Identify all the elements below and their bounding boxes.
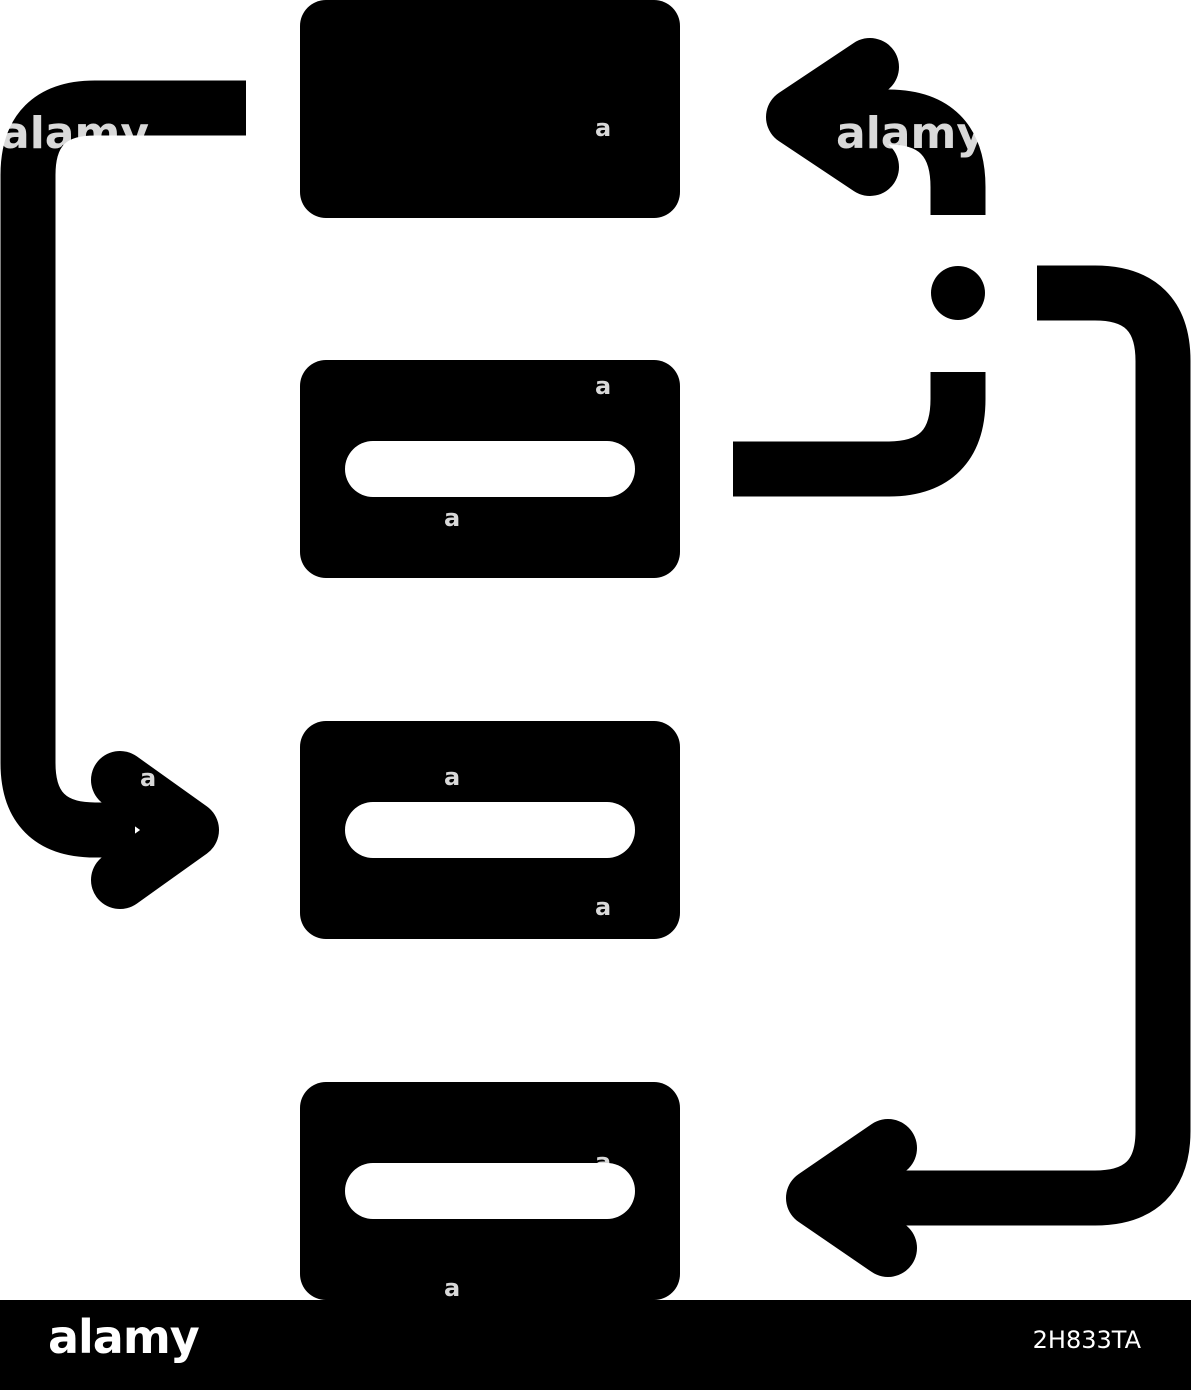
watermark-text: alamy [836,108,985,159]
block-4-slot [345,1163,635,1219]
block-2-slot [345,441,635,497]
watermark-glyph: a [595,893,611,921]
process-block-3 [300,721,680,939]
watermark-glyph: a [595,1148,611,1176]
watermark-glyph: a [444,1274,460,1300]
watermark-glyph: a [444,504,460,532]
watermark-glyph: a [595,114,611,142]
arrow-left-icon [786,1119,917,1277]
watermark-glyph: a [444,763,460,791]
watermark-overlay: alamy alamy a a a a a a a a [0,108,985,1300]
arrow-right-icon [91,751,219,909]
footer-image-id: 2H833TA [1032,1326,1141,1354]
arrow-left-icon [766,38,899,196]
watermark-text: alamy [0,108,149,159]
footer-bar: alamy 2H833TA [0,1300,1191,1390]
decision-dot [931,266,985,320]
connector-left [0,80,246,909]
process-block-4 [300,1082,680,1300]
connector-upper-right [733,38,986,497]
block-3-slot [345,802,635,858]
watermark-glyph: a [595,372,611,400]
workflow-diagram: alamy alamy a a a a a a a a [0,0,1191,1300]
process-block-1 [300,0,680,218]
process-block-2 [300,360,680,578]
connector-right [786,265,1191,1277]
watermark-glyph: a [140,764,156,792]
footer-logo: alamy [48,1310,200,1364]
